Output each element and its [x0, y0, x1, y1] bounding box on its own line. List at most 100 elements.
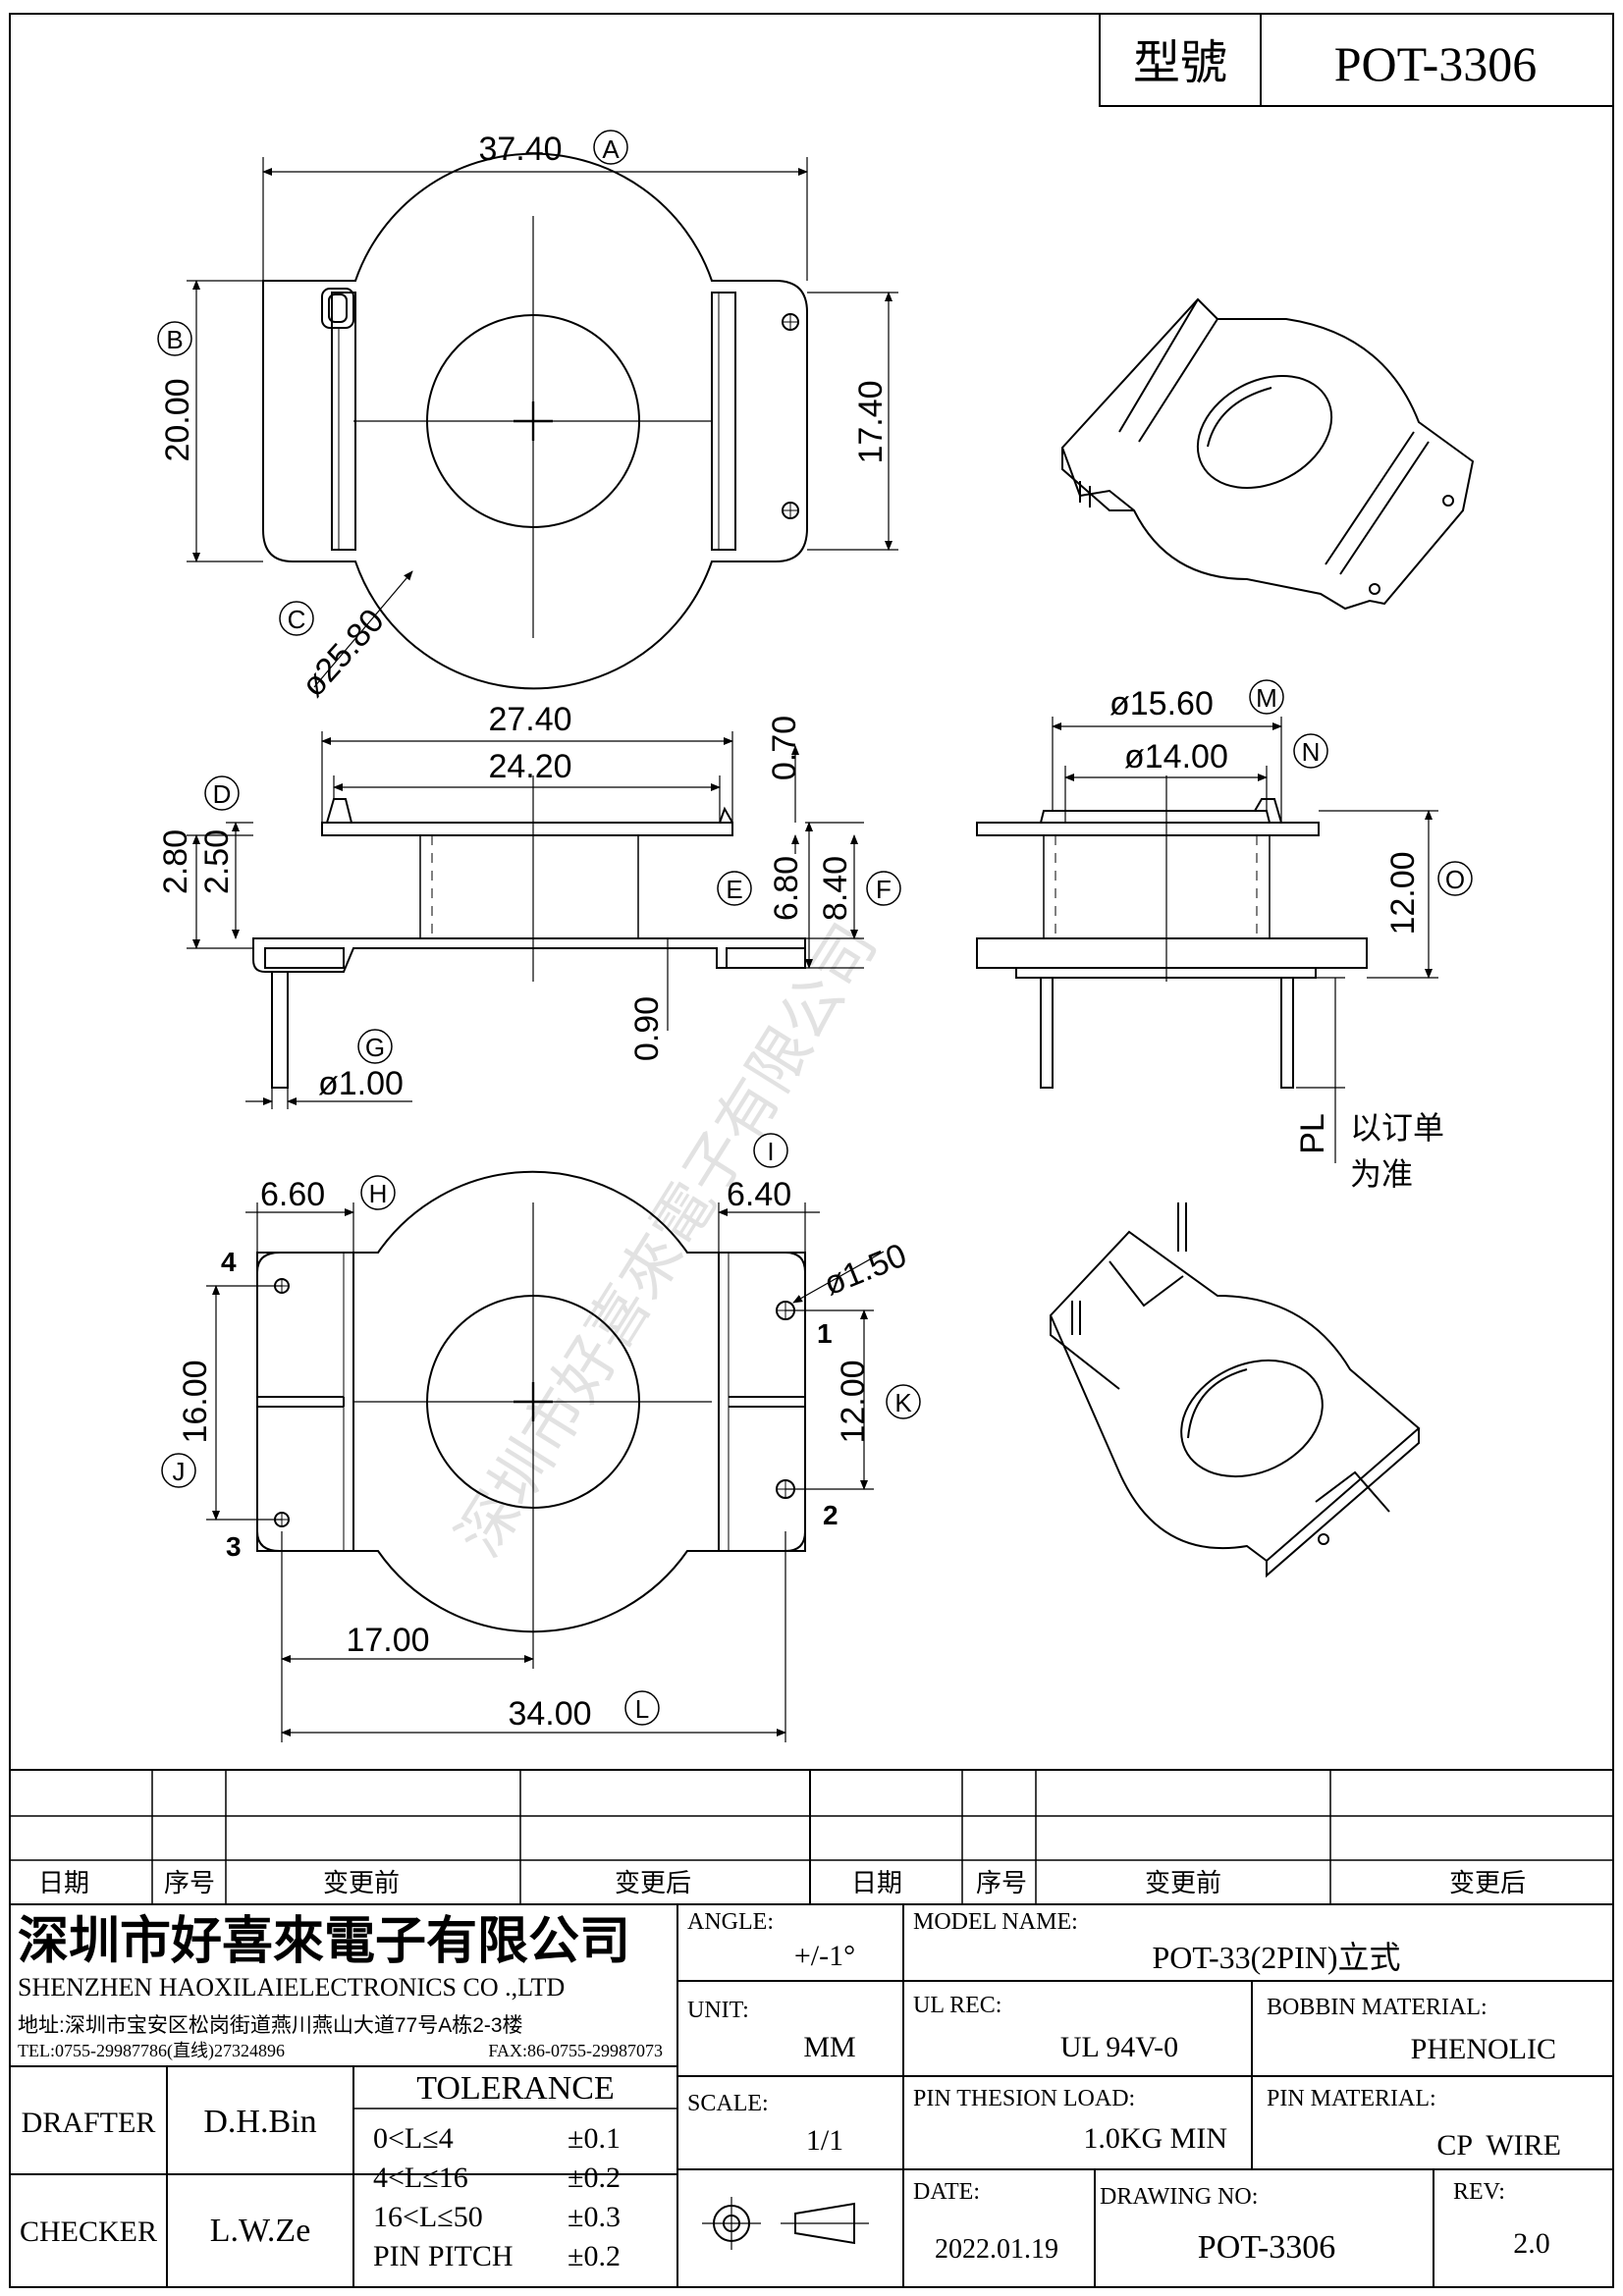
- rev-header-seq-2: 序号: [976, 1868, 1027, 1897]
- sheet-border: [9, 13, 1614, 2288]
- company-tel: TEL:0755-29987786(直线)27324896: [18, 2041, 285, 2061]
- rev-header-date-2: 日期: [851, 1868, 902, 1897]
- svg-text:A: A: [602, 134, 620, 164]
- unit-value: MM: [803, 2031, 855, 2063]
- tolerance-range-2: 4<L≤16: [373, 2162, 468, 2194]
- dim-27.40-value: 27.40: [488, 701, 571, 738]
- dim-M-value: ø15.60: [1109, 685, 1214, 722]
- tolerance-value-3: ±0.3: [568, 2201, 621, 2233]
- rev-header-before-2: 变更前: [1145, 1868, 1221, 1897]
- bobbin-material-value: PHENOLIC: [1411, 2033, 1556, 2065]
- top-view: [262, 152, 808, 690]
- svg-text:K: K: [894, 1388, 912, 1417]
- callout-G: G: [357, 1029, 393, 1064]
- callout-A: A: [593, 130, 628, 165]
- company-name-cn: 深圳市好喜來電子有限公司: [18, 1913, 630, 1970]
- dim-G-value: ø1.00: [318, 1065, 404, 1102]
- bobbin-material-label: BOBBIN MATERIAL:: [1267, 1995, 1488, 2020]
- rev-header-after-2: 变更后: [1449, 1868, 1526, 1897]
- callout-K: K: [886, 1384, 921, 1419]
- svg-text:O: O: [1445, 865, 1465, 894]
- dim-C-value: ø25.80: [295, 602, 392, 704]
- tolerance-range-3: 16<L≤50: [373, 2201, 483, 2233]
- dim-PL-note-2: 为准: [1350, 1156, 1413, 1192]
- tolerance-range-1: 0<L≤4: [373, 2122, 454, 2155]
- svg-text:N: N: [1302, 737, 1321, 767]
- callout-B: B: [157, 321, 192, 356]
- pin-material-value: CP WIRE: [1436, 2129, 1561, 2162]
- dim-PL-label: PL: [1294, 1113, 1331, 1154]
- pin-4-label: 4: [221, 1247, 237, 1277]
- dim-PL-note-1: 以订单: [1350, 1110, 1444, 1146]
- dim-K-value: 12.00: [835, 1360, 872, 1443]
- svg-text:I: I: [767, 1137, 774, 1166]
- title-box: 型號 POT-3306: [1099, 13, 1614, 107]
- dim-E-value: 6.80: [768, 856, 805, 921]
- tolerance-value-4: ±0.2: [568, 2240, 621, 2272]
- bottom-view-dims: [206, 1202, 885, 1742]
- scale-label: SCALE:: [687, 2091, 769, 2116]
- svg-text:E: E: [726, 875, 742, 904]
- svg-text:D: D: [213, 779, 232, 809]
- revision-table: [10, 1769, 1613, 1905]
- pin-load-value: 1.0KG MIN: [1083, 2122, 1227, 2155]
- pin-material-label: PIN MATERIAL:: [1267, 2086, 1436, 2111]
- callout-D: D: [204, 775, 240, 811]
- isometric-view-bottom: [1049, 1202, 1421, 1578]
- model-name-label: MODEL NAME:: [913, 1909, 1078, 1935]
- rev-value: 2.0: [1513, 2227, 1550, 2260]
- front-view-dims: [187, 731, 864, 1109]
- dim-A-value: 37.40: [478, 131, 562, 168]
- date-value: 2022.01.19: [935, 2234, 1058, 2265]
- callout-C: C: [279, 601, 314, 636]
- title-block-lines: [10, 1904, 1613, 2287]
- front-view: [252, 775, 806, 1089]
- svg-text:C: C: [288, 605, 306, 634]
- dim-L-value: 34.00: [508, 1695, 591, 1733]
- callout-O: O: [1437, 861, 1473, 896]
- dim-24.20-value: 24.20: [488, 748, 571, 785]
- callout-I: I: [753, 1133, 788, 1168]
- dim-D2-value: 2.50: [198, 829, 236, 894]
- pin-3-label: 3: [226, 1531, 242, 1562]
- isometric-view-top: [1060, 297, 1475, 611]
- scale-value: 1/1: [806, 2124, 843, 2157]
- dim-0.70-value: 0.70: [766, 716, 803, 780]
- company-address: 地址:深圳市宝安区松岗街道燕川燕山大道77号A栋2-3楼: [18, 2014, 523, 2037]
- dim-H-value: 6.60: [260, 1176, 325, 1213]
- svg-text:J: J: [173, 1457, 186, 1486]
- svg-text:B: B: [166, 325, 183, 354]
- drawing-no-label: DRAWING NO:: [1100, 2184, 1258, 2210]
- pin-load-label: PIN THESION LOAD:: [913, 2086, 1135, 2111]
- dim-hole-value: ø1.50: [819, 1237, 912, 1304]
- tolerance-title: TOLERANCE: [416, 2070, 614, 2107]
- dim-B-value: 20.00: [159, 378, 196, 461]
- model-name-value: POT-33(2PIN)立式: [1152, 1940, 1400, 1975]
- angle-label: ANGLE:: [687, 1909, 774, 1935]
- dim-17.00-value: 17.00: [346, 1622, 429, 1659]
- rev-header-seq-1: 序号: [164, 1868, 215, 1897]
- side-view-dims: [1052, 717, 1438, 1163]
- ul-value: UL 94V-0: [1060, 2031, 1178, 2063]
- pin-2-label: 2: [823, 1500, 839, 1530]
- title-box-label: 型號: [1133, 37, 1227, 89]
- svg-text:L: L: [635, 1694, 649, 1724]
- dim-D1-value: 2.80: [157, 829, 194, 894]
- dim-J-value: 16.00: [177, 1360, 214, 1443]
- svg-text:G: G: [365, 1033, 385, 1062]
- tolerance-range-4: PIN PITCH: [373, 2240, 514, 2272]
- dim-I-value: 6.40: [727, 1176, 791, 1213]
- tolerance-value-1: ±0.1: [568, 2122, 621, 2155]
- callout-E: E: [717, 871, 752, 906]
- drawing-no-value: POT-3306: [1198, 2229, 1335, 2266]
- rev-header-date-1: 日期: [38, 1868, 89, 1897]
- top-view-dims: [187, 157, 898, 688]
- dim-F-value: 8.40: [817, 856, 854, 921]
- tolerance-value-2: ±0.2: [568, 2162, 621, 2194]
- company-fax: FAX:86-0755-29987073: [488, 2041, 663, 2060]
- dim-17.40-value: 17.40: [852, 380, 890, 463]
- side-view: [976, 775, 1368, 1089]
- unit-label: UNIT:: [687, 1998, 749, 2023]
- title-box-model: POT-3306: [1334, 36, 1538, 91]
